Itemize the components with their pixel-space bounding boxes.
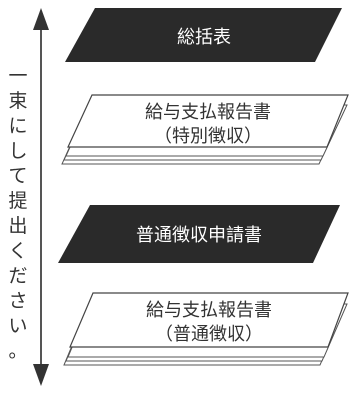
special-report-subtitle: （特別徴収） [154, 126, 262, 147]
ordinary-report-title: 給与支払報告書 [146, 300, 272, 321]
summary-sheet-shape [65, 8, 342, 62]
side-label-char: い [8, 315, 27, 337]
side-label-char: だ [8, 265, 27, 287]
double-arrow [33, 8, 49, 386]
side-label-char: 出 [8, 215, 27, 237]
side-label-char: 一 [8, 65, 27, 87]
side-label-char: く [8, 240, 27, 262]
ordinary-collection-application-card: 普通徴収申請書 [58, 205, 340, 263]
paper-top-sheet [69, 292, 349, 348]
side-label-char: 提 [8, 190, 27, 212]
summary-sheet-title: 総括表 [177, 27, 231, 48]
side-label-char: さ [8, 290, 27, 312]
ordinary-application-title: 普通徴収申請書 [136, 225, 262, 246]
special-report-title: 給与支払報告書 [145, 102, 271, 123]
side-label-char: 。 [8, 340, 27, 362]
side-label-char: に [8, 115, 27, 137]
side-label-char: 束 [8, 90, 27, 112]
ordinary-application-shape [58, 205, 340, 263]
side-label-char: し [8, 140, 27, 162]
summary-sheet-card: 総括表 [65, 8, 342, 62]
ordinary-collection-report-stack: 給与支払報告書 （普通徴収） [63, 292, 349, 366]
side-label-char: て [8, 165, 27, 187]
paper-top-sheet [67, 94, 349, 148]
special-collection-report-stack: 給与支払報告書 （特別徴収） [61, 94, 349, 165]
ordinary-report-subtitle: （普通徴収） [155, 324, 263, 345]
arrow-down-icon [33, 364, 49, 386]
arrow-up-icon [33, 8, 49, 30]
